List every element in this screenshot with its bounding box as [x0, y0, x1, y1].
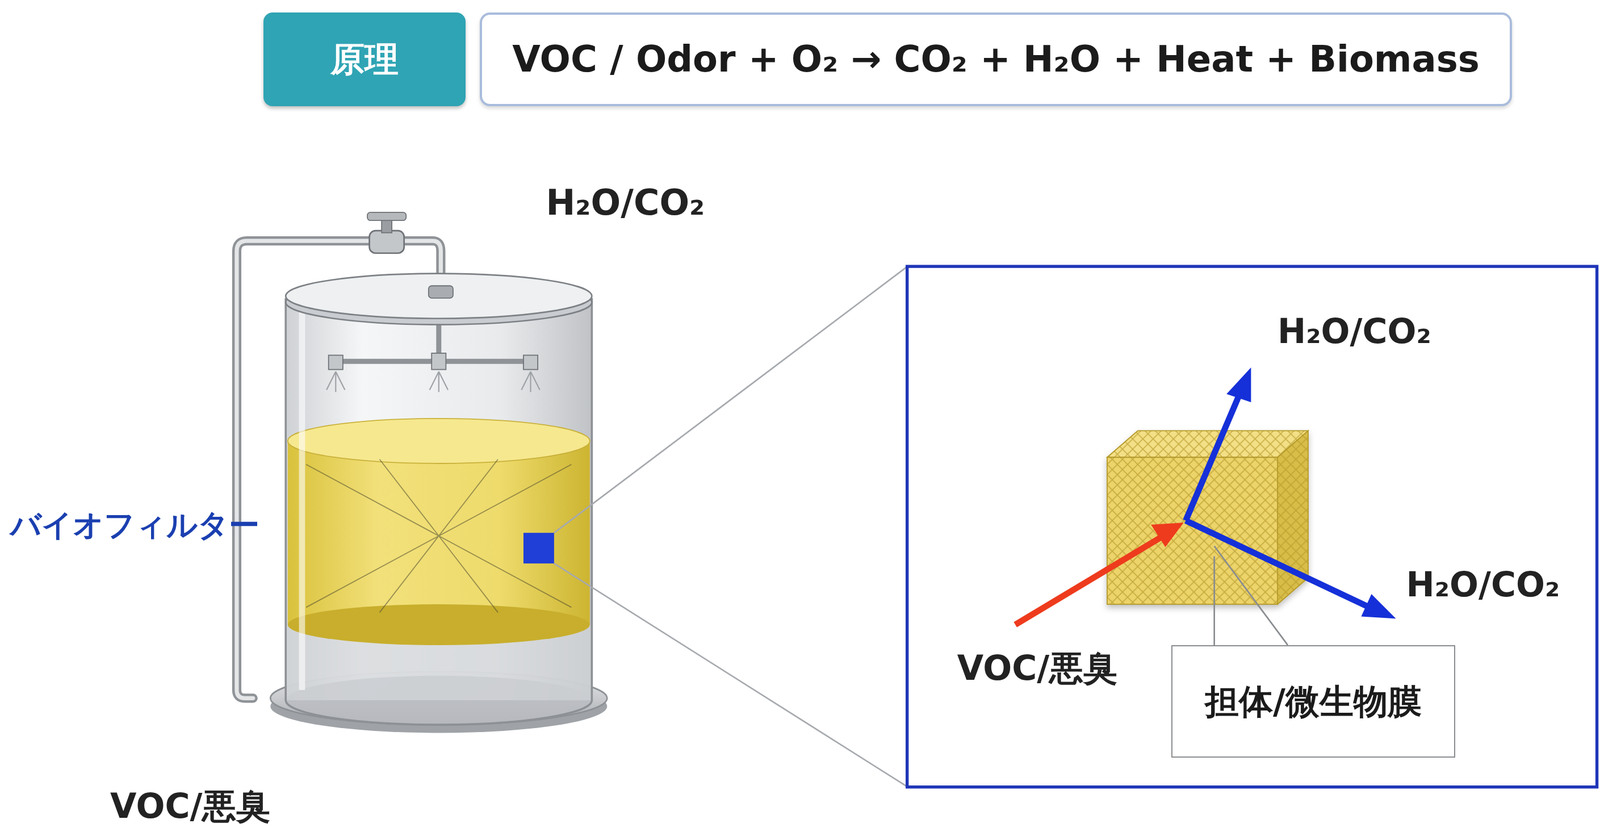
pollutant-label: VOC/悪臭 [957, 648, 1118, 687]
formula-box: VOC / Odor + O₂ → CO₂ + H₂O + Heat + Bio… [479, 12, 1513, 107]
outlet-gas-label: H₂O/CO₂ [545, 183, 705, 223]
product-label: H₂O/CO₂ [1406, 565, 1561, 603]
section-tag: 原理 [263, 12, 466, 107]
node-text: 担体/微生物膜 [1204, 682, 1422, 720]
device-name-label: バイオフィルター [10, 508, 260, 542]
node-text: 原理 [330, 40, 399, 78]
carrier-label-box: 担体/微生物膜 [1171, 644, 1456, 758]
node-text: VOC / Odor + O₂ → CO₂ + H₂O + Heat + Bio… [512, 39, 1480, 79]
product-label: H₂O/CO₂ [1277, 312, 1432, 350]
inlet-gas-label: VOC/悪臭 [110, 786, 271, 825]
